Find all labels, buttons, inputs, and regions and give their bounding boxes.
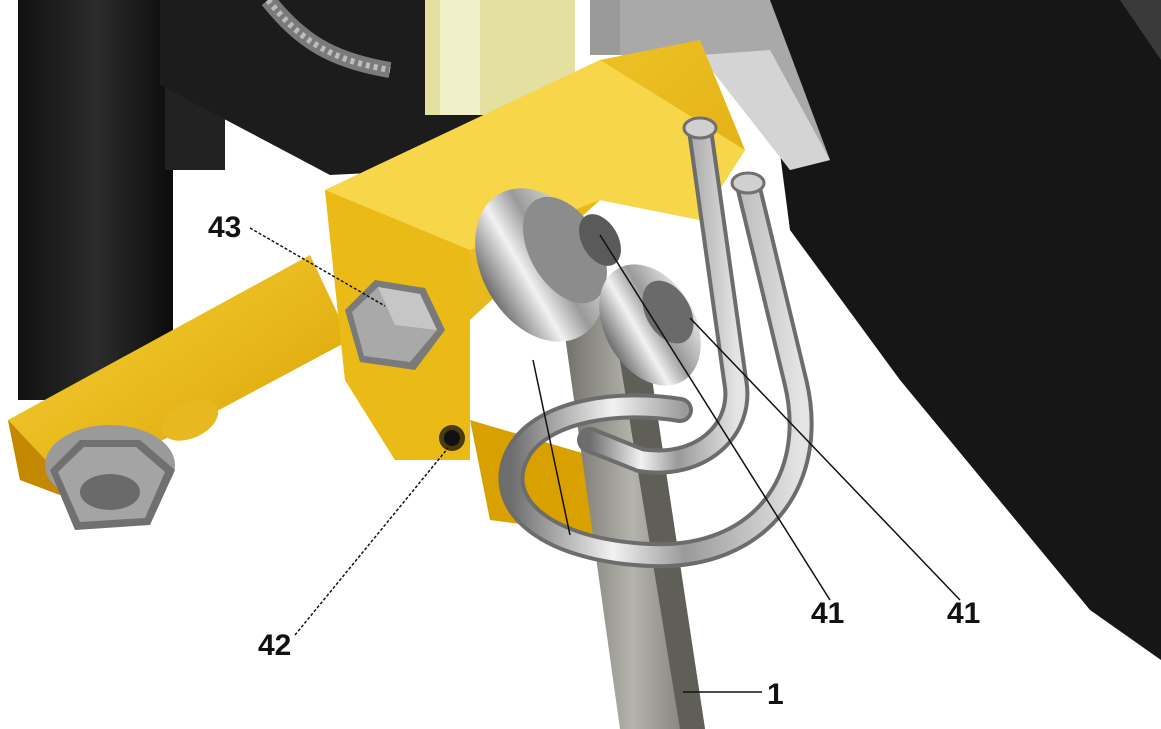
callout-label-43: 43 [208, 211, 242, 244]
chrome-handle [498, 116, 814, 569]
callout-label-41-right: 41 [947, 597, 981, 630]
callout-label-41-left: 41 [811, 597, 845, 630]
callout-label-42: 42 [258, 629, 292, 662]
roller-upper [475, 188, 621, 342]
leader-41a [599, 234, 831, 601]
callout-label-1: 1 [767, 678, 784, 711]
metal-plate-edge [700, 50, 830, 170]
nut-bolt [45, 425, 175, 530]
leader-41b [689, 317, 961, 601]
hex-bolt [345, 280, 445, 370]
leader-lines [249, 227, 961, 693]
leader-43 [249, 227, 386, 307]
leader-42 [294, 447, 449, 636]
leader-41-bar [532, 359, 571, 536]
grub-screw [439, 425, 465, 451]
